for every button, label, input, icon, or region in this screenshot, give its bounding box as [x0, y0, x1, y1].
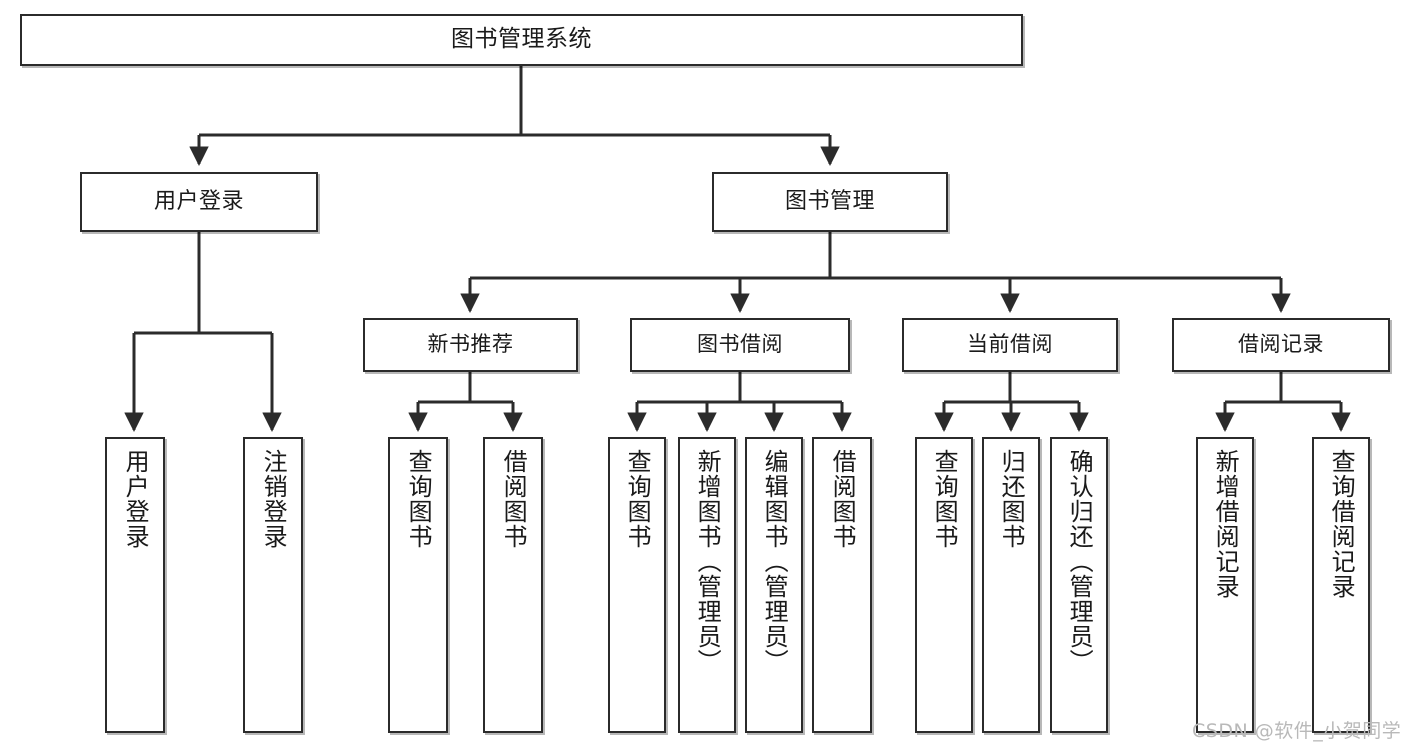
node-label: 编辑图书（管理员）	[760, 449, 789, 674]
node-book-management-system[interactable]: 图书管理系统	[20, 14, 1023, 66]
node-leaf-borrow-book-recommend[interactable]: 借阅图书	[483, 437, 543, 733]
node-leaf-edit-book-admin[interactable]: 编辑图书（管理员）	[745, 437, 803, 733]
node-label: 新增图书（管理员）	[693, 449, 722, 674]
node-user-login[interactable]: 用户登录	[80, 172, 318, 232]
node-book-management[interactable]: 图书管理	[712, 172, 948, 232]
node-label: 归还图书	[997, 449, 1026, 549]
node-leaf-borrow-book[interactable]: 借阅图书	[812, 437, 872, 733]
node-label: 查询图书	[623, 449, 652, 549]
node-label: 借阅记录	[1238, 332, 1324, 357]
node-label: 新书推荐	[427, 332, 514, 357]
node-label: 借阅图书	[828, 449, 857, 549]
node-label: 用户登录	[121, 449, 150, 549]
node-label: 借阅图书	[499, 449, 528, 549]
node-label: 图书管理	[784, 188, 875, 214]
node-label: 查询图书	[404, 449, 433, 549]
node-label: 图书借阅	[697, 332, 783, 357]
node-book-borrow[interactable]: 图书借阅	[630, 318, 850, 372]
node-label: 查询图书	[930, 449, 959, 549]
csdn-watermark: CSDN @软件_小贺同学	[1192, 720, 1402, 742]
node-leaf-confirm-return-admin[interactable]: 确认归还（管理员）	[1050, 437, 1108, 733]
node-leaf-query-book-borrow[interactable]: 查询图书	[608, 437, 666, 733]
node-borrow-record[interactable]: 借阅记录	[1172, 318, 1390, 372]
node-label: 当前借阅	[967, 332, 1053, 357]
node-label: 用户登录	[153, 188, 244, 214]
node-new-book-recommend[interactable]: 新书推荐	[363, 318, 578, 372]
node-leaf-query-book-recommend[interactable]: 查询图书	[388, 437, 448, 733]
node-leaf-query-borrow-record[interactable]: 查询借阅记录	[1312, 437, 1370, 733]
node-leaf-return-book[interactable]: 归还图书	[982, 437, 1040, 733]
node-label: 确认归还（管理员）	[1065, 449, 1094, 674]
node-leaf-query-book-current[interactable]: 查询图书	[915, 437, 973, 733]
node-current-borrow[interactable]: 当前借阅	[902, 318, 1118, 372]
node-leaf-user-login[interactable]: 用户登录	[105, 437, 165, 733]
node-label: 查询借阅记录	[1327, 449, 1356, 599]
node-label: 图书管理系统	[451, 26, 592, 53]
node-leaf-logout-login[interactable]: 注销登录	[243, 437, 303, 733]
node-leaf-add-book-admin[interactable]: 新增图书（管理员）	[678, 437, 736, 733]
node-leaf-add-borrow-record[interactable]: 新增借阅记录	[1196, 437, 1254, 733]
node-label: 新增借阅记录	[1211, 449, 1240, 599]
node-label: 注销登录	[259, 449, 288, 549]
